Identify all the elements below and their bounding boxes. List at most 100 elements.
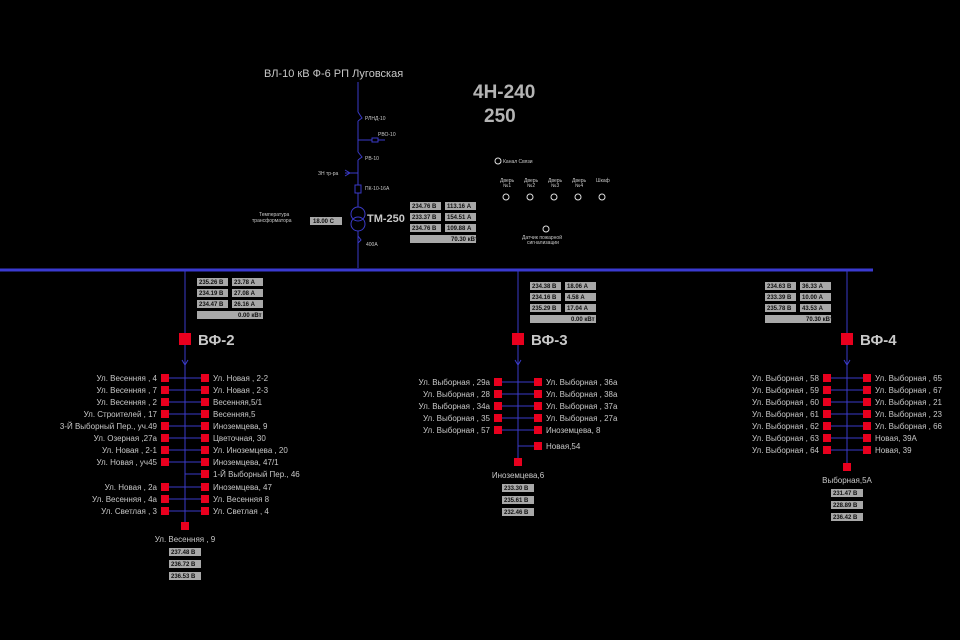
branch-breaker[interactable]: [201, 495, 209, 503]
current-readout: 4.58 А: [567, 295, 585, 301]
branch-breaker[interactable]: [534, 414, 542, 422]
branch-label: Ул. Выборная , 57: [423, 426, 491, 435]
branch-breaker[interactable]: [494, 390, 502, 398]
branch-breaker[interactable]: [201, 446, 209, 454]
end-breaker[interactable]: [514, 458, 522, 466]
branch-label: Ул. Выборная , 23: [875, 410, 943, 419]
branch-breaker[interactable]: [201, 422, 209, 430]
door-sensor-icon[interactable]: [526, 193, 534, 201]
power-readout: 0.00 кВт: [238, 313, 262, 319]
pk-fuse-icon[interactable]: [354, 184, 362, 194]
feeder-breaker[interactable]: [179, 333, 191, 345]
branch-breaker[interactable]: [161, 495, 169, 503]
end-breaker[interactable]: [843, 463, 851, 471]
breaker-400a-icon[interactable]: [357, 235, 362, 244]
branch-label: Ул. Выборная , 28: [423, 390, 491, 399]
rvo-arrester-icon[interactable]: [371, 137, 379, 143]
branch-breaker[interactable]: [201, 483, 209, 491]
voltage-readout-box: [530, 304, 561, 312]
comm-channel-indicator-icon[interactable]: [494, 157, 502, 165]
current-readout: 23.78 А: [234, 280, 256, 286]
branch-breaker[interactable]: [201, 398, 209, 406]
branch-breaker[interactable]: [534, 390, 542, 398]
branch-breaker[interactable]: [863, 434, 871, 442]
voltage-readout-box: [197, 289, 228, 297]
door-sensor-icon[interactable]: [502, 193, 510, 201]
branch-label: Новая,54: [546, 442, 581, 451]
rlnd-switch-icon[interactable]: [357, 111, 363, 122]
branch-breaker[interactable]: [201, 374, 209, 382]
feeder-breaker[interactable]: [841, 333, 853, 345]
branch-breaker[interactable]: [201, 470, 209, 478]
door-sensor-icon[interactable]: [598, 193, 606, 201]
branch-breaker[interactable]: [863, 374, 871, 382]
branch-breaker[interactable]: [161, 483, 169, 491]
station-capacity: 250: [484, 106, 516, 127]
branch-label: Ул. Выборная , 67: [875, 386, 943, 395]
branch-label: Ул. Весенняя , 7: [96, 386, 157, 395]
branch-breaker[interactable]: [161, 386, 169, 394]
branch-breaker[interactable]: [494, 426, 502, 434]
end-voltage-readout: 235.61 В: [504, 498, 529, 504]
branch-breaker[interactable]: [863, 386, 871, 394]
branch-label: Ул. Выборная , 38а: [546, 390, 618, 399]
zn-earth-switch-icon[interactable]: [344, 169, 351, 177]
branch-breaker[interactable]: [534, 378, 542, 386]
branch-breaker[interactable]: [823, 386, 831, 394]
branch-label: Иноземцева, 47/1: [213, 458, 279, 467]
branch-breaker[interactable]: [863, 410, 871, 418]
branch-breaker[interactable]: [161, 410, 169, 418]
branch-breaker[interactable]: [863, 446, 871, 454]
end-voltage-readout-box: [169, 548, 201, 556]
fire-sensor-label: сигнализации: [527, 240, 559, 246]
branch-breaker[interactable]: [823, 374, 831, 382]
branch-breaker[interactable]: [534, 426, 542, 434]
branch-breaker[interactable]: [534, 402, 542, 410]
branch-breaker[interactable]: [201, 410, 209, 418]
door-sensor-icon[interactable]: [550, 193, 558, 201]
temp-label: трансформатора: [252, 218, 292, 224]
feeder-arrow-icon: [514, 359, 522, 366]
feeder-breaker[interactable]: [512, 333, 524, 345]
branch-breaker[interactable]: [494, 402, 502, 410]
branch-breaker[interactable]: [494, 414, 502, 422]
current-readout: 109.88 А: [447, 226, 472, 232]
fire-sensor-icon[interactable]: [542, 225, 550, 233]
branch-label: Ул. Выборная , 21: [875, 398, 943, 407]
branch-breaker[interactable]: [161, 507, 169, 515]
door-label: Шкаф: [596, 178, 610, 184]
branch-breaker[interactable]: [823, 434, 831, 442]
branch-breaker[interactable]: [201, 386, 209, 394]
door-label: №1: [503, 183, 511, 189]
branch-breaker[interactable]: [823, 422, 831, 430]
branch-breaker[interactable]: [823, 446, 831, 454]
voltage-readout-box: [410, 202, 441, 210]
branch-breaker[interactable]: [161, 434, 169, 442]
branch-breaker[interactable]: [534, 442, 542, 450]
transformer-winding-icon[interactable]: [350, 206, 366, 222]
branch-breaker[interactable]: [823, 410, 831, 418]
branch-label: Весенняя,5: [213, 410, 256, 419]
branch-breaker[interactable]: [161, 458, 169, 466]
feeder-name: ВФ-2: [198, 332, 235, 349]
branch-breaker[interactable]: [201, 434, 209, 442]
branch-breaker[interactable]: [494, 378, 502, 386]
branch-breaker[interactable]: [201, 458, 209, 466]
branch-breaker[interactable]: [863, 422, 871, 430]
end-breaker[interactable]: [181, 522, 189, 530]
power-readout-box: [765, 315, 831, 323]
door-sensor-icon[interactable]: [574, 193, 582, 201]
end-voltage-readout-box: [831, 501, 863, 509]
branch-breaker[interactable]: [161, 446, 169, 454]
branch-breaker[interactable]: [823, 398, 831, 406]
branch-label: Ул. Светлая , 4: [213, 507, 269, 516]
branch-breaker[interactable]: [161, 374, 169, 382]
branch-breaker[interactable]: [201, 507, 209, 515]
voltage-readout-box: [765, 304, 796, 312]
rv-switch-icon[interactable]: [357, 151, 363, 161]
branch-breaker[interactable]: [863, 398, 871, 406]
branch-breaker[interactable]: [161, 422, 169, 430]
transformer-winding-icon[interactable]: [350, 216, 366, 232]
branch-breaker[interactable]: [161, 398, 169, 406]
